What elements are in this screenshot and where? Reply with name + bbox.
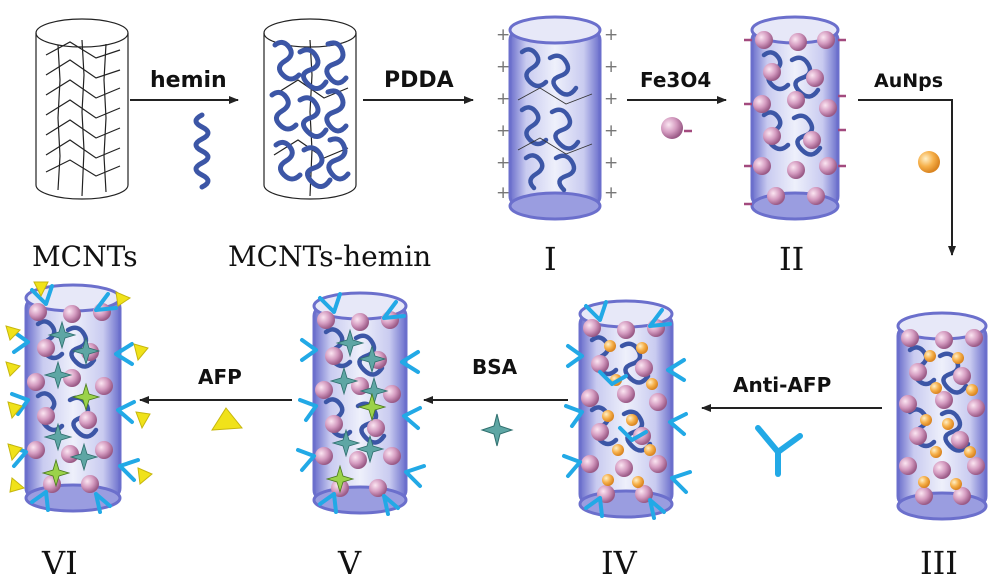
hemin-coils <box>269 39 351 189</box>
fe3o4-particle-icon <box>661 117 692 139</box>
step-label-afp: AFP <box>198 365 242 389</box>
svg-text:+: + <box>604 57 618 77</box>
label-mcnts: MCNTs <box>32 240 138 273</box>
svg-text:+: + <box>496 57 510 77</box>
bsa-star-icon <box>480 413 514 447</box>
step-label-bsa: BSA <box>472 355 518 379</box>
svg-text:+: + <box>604 183 618 203</box>
step-label-aunps: AuNps <box>874 70 943 92</box>
tube-stage-2 <box>744 15 846 221</box>
hemin-chain-icon <box>193 112 211 190</box>
afp-triangle-icon <box>211 407 243 431</box>
tube-stage-1 <box>508 15 602 221</box>
pdda-positive-charges: + + + + + + + + + + + + <box>496 25 618 203</box>
label-stage-4: IV <box>601 544 638 582</box>
mcnt-tube <box>35 18 129 200</box>
svg-text:+: + <box>604 25 618 45</box>
svg-text:+: + <box>604 89 618 109</box>
step-label-anti-afp: Anti-AFP <box>733 373 831 397</box>
arrow-aunps <box>858 99 956 256</box>
svg-text:+: + <box>604 153 618 173</box>
svg-text:+: + <box>496 89 510 109</box>
svg-text:+: + <box>604 121 618 141</box>
antibody-icon <box>755 425 803 477</box>
svg-text:+: + <box>496 25 510 45</box>
tube-stage-5 <box>296 291 426 516</box>
label-stage-1: I <box>544 240 557 278</box>
tube-stage-4 <box>562 299 692 520</box>
step-label-hemin: hemin <box>150 68 227 93</box>
gold-nanoparticle-icon <box>918 151 940 173</box>
svg-text:+: + <box>496 153 510 173</box>
tube-stage-3 <box>896 311 988 521</box>
label-mcnts-hemin: MCNTs-hemin <box>228 240 431 273</box>
svg-text:+: + <box>496 183 510 203</box>
step-label-fe3o4: Fe3O4 <box>640 68 711 92</box>
svg-text:+: + <box>496 121 510 141</box>
label-stage-3: III <box>920 544 958 582</box>
label-stage-5: V <box>337 544 362 582</box>
label-stage-2: II <box>779 240 804 278</box>
step-label-pdda: PDDA <box>384 68 454 93</box>
label-stage-6: VI <box>41 544 78 582</box>
mcnt-hemin-tube <box>263 18 357 200</box>
tube-stage-6 <box>5 281 153 514</box>
